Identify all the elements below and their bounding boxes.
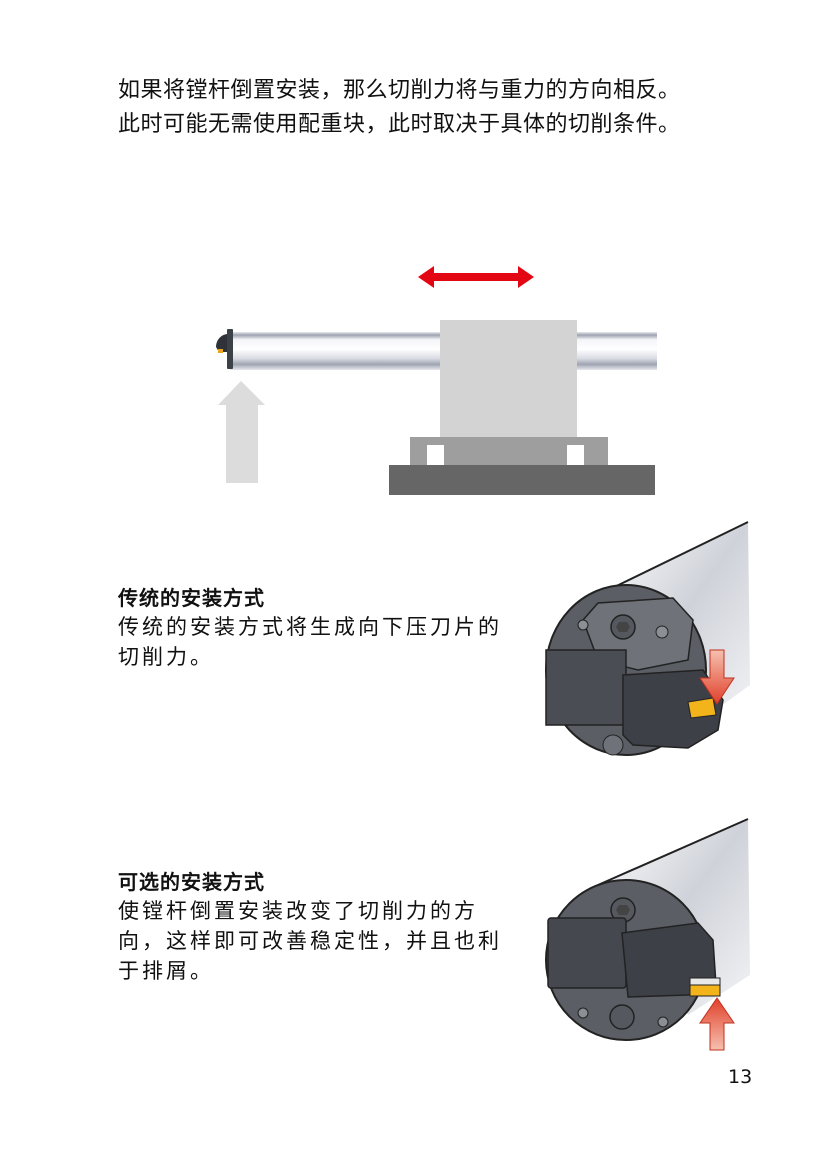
section-title: 可选的安装方式: [118, 870, 265, 894]
up-arrow-icon: [218, 381, 265, 483]
intro-line-1: 如果将镗杆倒置安装，那么切削力将与重力的方向相反。: [118, 78, 681, 103]
section-body: 传统的安装方式将生成向下压刀片的切削力。: [118, 615, 502, 669]
inverted-tool-illustration: [545, 818, 750, 1051]
double-arrow-icon: [418, 266, 534, 288]
down-arrow-icon: [699, 649, 735, 705]
page-number: 13: [728, 1066, 753, 1088]
conventional-tool-illustration: [545, 521, 750, 756]
machine-base: [389, 465, 655, 495]
clamp-block: [440, 320, 577, 437]
section-body: 使镗杆倒置安装改变了切削力的方向，这样即可改善稳定性，并且也利于排屑。: [118, 899, 502, 983]
section-title: 传统的安装方式: [118, 586, 265, 610]
up-arrow-icon: [699, 997, 735, 1051]
section-conventional-mounting: 传统的安装方式 传统的安装方式将生成向下压刀片的切削力。: [118, 584, 518, 672]
intro-line-2: 此时可能无需使用配重块，此时取决于具体的切削条件。: [118, 112, 681, 137]
section-optional-mounting: 可选的安装方式 使镗杆倒置安装改变了切削力的方向，这样即可改善稳定性，并且也利于…: [118, 868, 518, 986]
intro-paragraph: 如果将镗杆倒置安装，那么切削力将与重力的方向相反。 此时可能无需使用配重块，此时…: [118, 74, 758, 142]
boring-bar-diagram: [216, 266, 657, 495]
